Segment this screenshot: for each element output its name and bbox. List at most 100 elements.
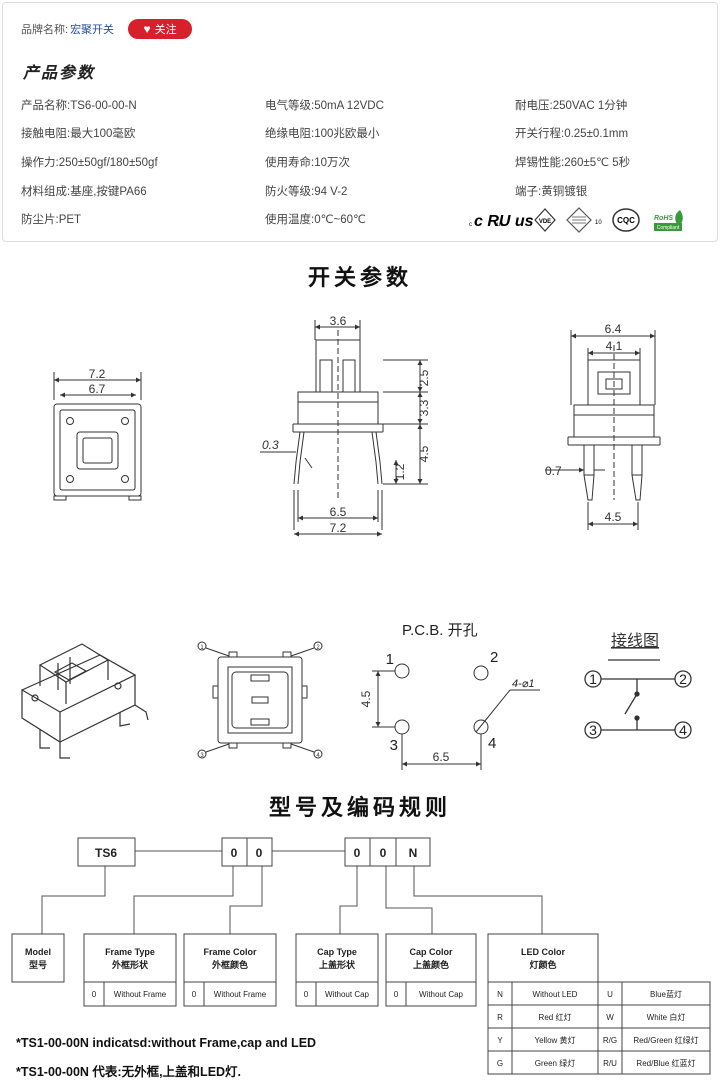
legend-frame-type-en: Frame Type <box>105 947 155 957</box>
dim-side-angle: 0.3 <box>262 438 279 452</box>
vde-cert-icon: VDE <box>534 208 556 232</box>
pcb-title: P.C.B. 开孔 <box>402 622 478 639</box>
pcb-n2: 2 <box>490 649 498 666</box>
param-travel: 开关行程:0.25±0.1mm <box>515 128 629 140</box>
switch-params-title: 开关参数 <box>307 266 412 291</box>
legend-values: 0 Without Frame 0 Without Frame 0 Withou… <box>92 989 699 1068</box>
svg-text:CQC: CQC <box>617 216 635 225</box>
led-row1-c2: W <box>606 1013 614 1022</box>
led-row0-v2: Blue蓝灯 <box>650 989 682 999</box>
led-row1-v1: Red 红灯 <box>539 1012 572 1022</box>
pcb-dim-v: 4.5 <box>359 690 373 707</box>
legend-cap-type-en: Cap Type <box>317 947 357 957</box>
led-row2-c1: Y <box>497 1036 503 1045</box>
svg-text:c RU us: c RU us <box>474 213 534 230</box>
led-row3-c2: R/U <box>603 1059 617 1068</box>
pcb-n4: 4 <box>488 735 496 752</box>
svg-text:c: c <box>469 222 472 228</box>
dim-side-top: 3.6 <box>330 314 347 328</box>
param-fire: 防火等级:94 V-2 <box>265 186 348 198</box>
tuv-cert-icon: 10 <box>566 207 602 233</box>
wiring-n2: 2 <box>679 671 687 687</box>
footnote-cn: *TS1-00-00N 代表:无外框,上盖和LED灯. <box>16 1065 242 1079</box>
code-scheme-connectors <box>41 850 543 934</box>
svg-text:Compliant: Compliant <box>657 225 680 231</box>
cert-logos: c c RU us us VDE 10 CQC RoHS Compl <box>469 207 683 233</box>
code-d2: 0 <box>256 846 263 860</box>
cap-type-code: 0 <box>304 990 309 999</box>
dim-front-w1: 7.2 <box>89 367 106 381</box>
frame-type-code: 0 <box>92 990 97 999</box>
legend-led-cn: 灯颜色 <box>529 959 556 970</box>
param-force: 操作力:250±50gf/180±50gf <box>21 157 158 169</box>
led-row1-c1: R <box>497 1013 503 1022</box>
legend-frame-color-en: Frame Color <box>203 947 257 957</box>
led-row0-c2: U <box>607 990 613 999</box>
cqc-cert-icon: CQC <box>612 208 640 232</box>
led-row3-c1: G <box>497 1059 503 1068</box>
led-row0-v1: Without LED <box>533 990 578 999</box>
dim-front-w2: 6.7 <box>89 382 106 396</box>
param-solder: 焊锡性能:260±5℃ 5秒 <box>515 157 631 169</box>
isometric-view-drawing <box>20 643 149 759</box>
dim-side-b1: 6.5 <box>330 505 347 519</box>
brand-name-link[interactable]: 宏聚开关 <box>70 24 115 36</box>
param-rating: 电气等级:50mA 12VDC <box>265 100 384 112</box>
dim-right-w2: 4.1 <box>606 339 623 353</box>
params-title: 产品参数 <box>23 63 96 82</box>
frame-type-val: Without Frame <box>114 990 167 999</box>
pcb-n1: 1 <box>386 651 394 668</box>
code-d3: 0 <box>354 846 361 860</box>
legend-frame-type-cn: 外框形状 <box>111 959 149 970</box>
top-pin-4: 4 <box>316 753 320 759</box>
code-rule-title: 型号及编码规则 <box>268 796 451 821</box>
right-view-drawing <box>545 330 661 530</box>
dim-side-h3: 4.5 <box>417 445 431 462</box>
code-d1: 0 <box>231 846 238 860</box>
led-row0-c1: N <box>497 990 503 999</box>
param-temp: 使用温度:0℃~60℃ <box>265 214 366 226</box>
product-params-card: 品牌名称: 宏聚开关 ♥ 关注 产品参数 产品名称:TS6-00-00-N 电气… <box>2 2 718 242</box>
param-material: 材料组成:基座,按键PA66 <box>21 186 147 198</box>
side-view-drawing <box>260 320 428 537</box>
legend-cap-color-en: Cap Color <box>409 947 452 957</box>
top-pin-2: 2 <box>316 645 320 651</box>
legend-cap-color-cn: 上盖颜色 <box>413 959 449 970</box>
dim-side-b2: 7.2 <box>330 521 347 535</box>
dim-side-h4: 1.2 <box>393 463 407 480</box>
wiring-diagram <box>584 659 692 739</box>
heart-icon: ♥ <box>143 22 151 36</box>
pcb-n3: 3 <box>390 737 398 754</box>
wiring-n3: 3 <box>589 722 597 738</box>
cap-type-val: Without Cap <box>325 990 370 999</box>
wiring-n4: 4 <box>679 722 687 738</box>
dim-side-h2: 3.3 <box>417 399 431 416</box>
frame-color-code: 0 <box>192 990 197 999</box>
rohs-cert-icon: RoHS Compliant <box>654 210 683 231</box>
legend-cap-type-cn: 上盖形状 <box>319 959 356 970</box>
led-row2-v2: Red/Green 红绿灯 <box>633 1035 698 1045</box>
param-terminal: 端子:黄铜镀银 <box>515 186 588 198</box>
led-row3-v2: Red/Blue 红蓝灯 <box>636 1058 695 1068</box>
legend-led-en: LED Color <box>521 947 565 957</box>
follow-button[interactable]: ♥ 关注 <box>128 19 193 39</box>
top-pin-3: 3 <box>200 753 204 759</box>
svg-text:10: 10 <box>595 220 602 226</box>
pcb-dim-h: 6.5 <box>433 750 450 764</box>
param-dust: 防尘片:PET <box>21 214 82 226</box>
follow-label: 关注 <box>154 24 177 36</box>
legend-model-cn: 型号 <box>29 959 47 970</box>
dim-right-b: 4.5 <box>605 510 622 524</box>
code-model: TS6 <box>95 846 117 860</box>
code-boxes <box>77 837 431 867</box>
svg-text:us: us <box>497 222 503 228</box>
front-view-drawing <box>53 372 142 501</box>
code-d4: 0 <box>380 846 387 860</box>
legend-frame-color-cn: 外框颜色 <box>211 959 248 970</box>
ul-cert-icon: c c RU us us <box>469 213 534 230</box>
dim-right-w1: 6.4 <box>605 322 622 336</box>
frame-color-val: Without Frame <box>214 990 267 999</box>
pcb-hole-label: 4-⌀1 <box>512 678 535 690</box>
top-pin-1: 1 <box>200 645 204 651</box>
